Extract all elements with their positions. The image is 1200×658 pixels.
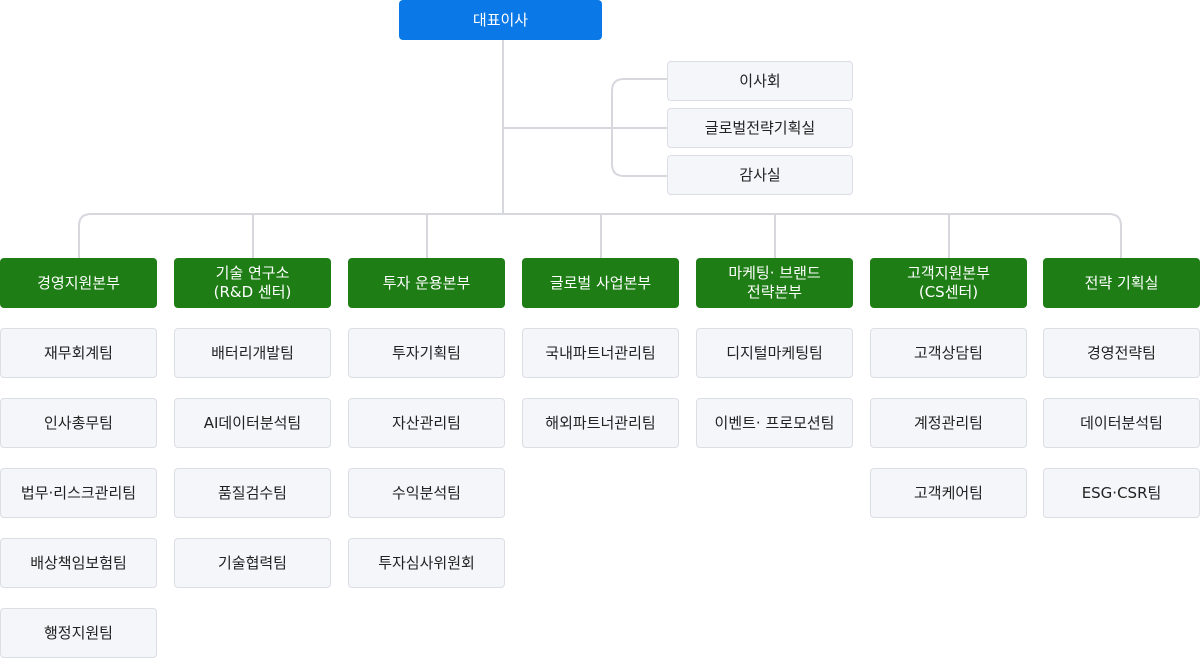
staff-audit-box: 감사실: [667, 155, 853, 195]
team-box: 해외파트너관리팀: [522, 398, 679, 448]
team-box: 배터리개발팀: [174, 328, 331, 378]
team-box: 고객케어팀: [870, 468, 1027, 518]
team-box: 투자기획팀: [348, 328, 505, 378]
division-box: 마케팅· 브랜드 전략본부: [696, 258, 853, 308]
team-box: 국내파트너관리팀: [522, 328, 679, 378]
division-box: 고객지원본부 (CS센터): [870, 258, 1027, 308]
team-box: 이벤트· 프로모션팀: [696, 398, 853, 448]
team-box: 기술협력팀: [174, 538, 331, 588]
division-box: 투자 운용본부: [348, 258, 505, 308]
staff-global-strategy-box: 글로벌전략기획실: [667, 108, 853, 148]
team-box: 수익분석팀: [348, 468, 505, 518]
team-box: 배상책임보험팀: [0, 538, 157, 588]
team-box: 재무회계팀: [0, 328, 157, 378]
team-box: 인사총무팀: [0, 398, 157, 448]
team-box: 데이터분석팀: [1043, 398, 1200, 448]
team-box: 투자심사위원회: [348, 538, 505, 588]
team-box: AI데이터분석팀: [174, 398, 331, 448]
team-box: 계정관리팀: [870, 398, 1027, 448]
division-box: 전략 기획실: [1043, 258, 1200, 308]
division-box: 경영지원본부: [0, 258, 157, 308]
team-box: 행정지원팀: [0, 608, 157, 658]
team-box: 디지털마케팅팀: [696, 328, 853, 378]
ceo-box: 대표이사: [399, 0, 602, 40]
team-box: 품질검수팀: [174, 468, 331, 518]
team-box: ESG·CSR팀: [1043, 468, 1200, 518]
team-box: 고객상담팀: [870, 328, 1027, 378]
division-box: 기술 연구소 (R&D 센터): [174, 258, 331, 308]
division-box: 글로벌 사업본부: [522, 258, 679, 308]
team-box: 법무·리스크관리팀: [0, 468, 157, 518]
staff-board-box: 이사회: [667, 61, 853, 101]
team-box: 경영전략팀: [1043, 328, 1200, 378]
team-box: 자산관리팀: [348, 398, 505, 448]
